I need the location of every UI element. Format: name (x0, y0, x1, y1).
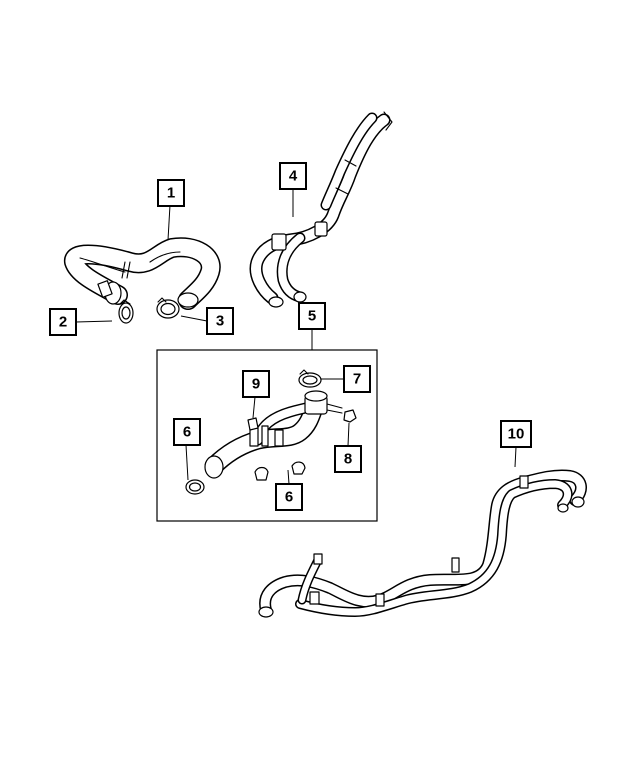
callout-8: 8 (344, 451, 352, 468)
leader-6a (185, 444, 189, 481)
callout-box-2 (49, 308, 77, 336)
clamp-part-6-b (254, 461, 306, 481)
callout-box-9 (242, 370, 270, 398)
callout-10: 10 (508, 426, 525, 443)
callout-box-7 (343, 365, 371, 393)
callout-box-3 (206, 307, 234, 335)
assembly-5-frame (156, 349, 378, 522)
leader-8 (347, 422, 350, 447)
clamp-part-2 (118, 299, 134, 324)
hose-part-4 (249, 111, 393, 308)
callout-6b: 6 (285, 489, 293, 506)
clip-part-9 (247, 417, 259, 431)
callout-4: 4 (289, 168, 298, 185)
leader-9 (252, 396, 256, 419)
callout-box-1 (157, 179, 185, 207)
callout-3: 3 (216, 313, 224, 330)
callout-5: 5 (308, 308, 316, 325)
hose-part-1 (64, 237, 221, 310)
hose-assembly-5 (204, 390, 343, 479)
callout-6a: 6 (183, 424, 191, 441)
leader-6b (287, 469, 290, 485)
callout-box-8 (334, 445, 362, 473)
callout-1: 1 (167, 185, 175, 202)
callout-2: 2 (59, 314, 67, 331)
hose-part-10 (258, 469, 587, 618)
clip-part-8 (343, 409, 357, 423)
callout-box-4 (279, 162, 307, 190)
callout-9: 9 (252, 376, 260, 393)
callout-box-5 (298, 302, 326, 330)
clamp-part-6-a (185, 479, 205, 495)
clamp-part-3 (156, 297, 180, 319)
callout-7: 7 (353, 371, 361, 388)
callout-box-10 (500, 420, 532, 448)
callout-box-6a (173, 418, 201, 446)
leader-10 (514, 446, 517, 468)
clamp-part-7 (298, 369, 322, 388)
leader-1 (167, 204, 171, 241)
leader-3 (180, 315, 208, 322)
leader-2 (75, 320, 113, 323)
callout-box-6b (275, 483, 303, 511)
